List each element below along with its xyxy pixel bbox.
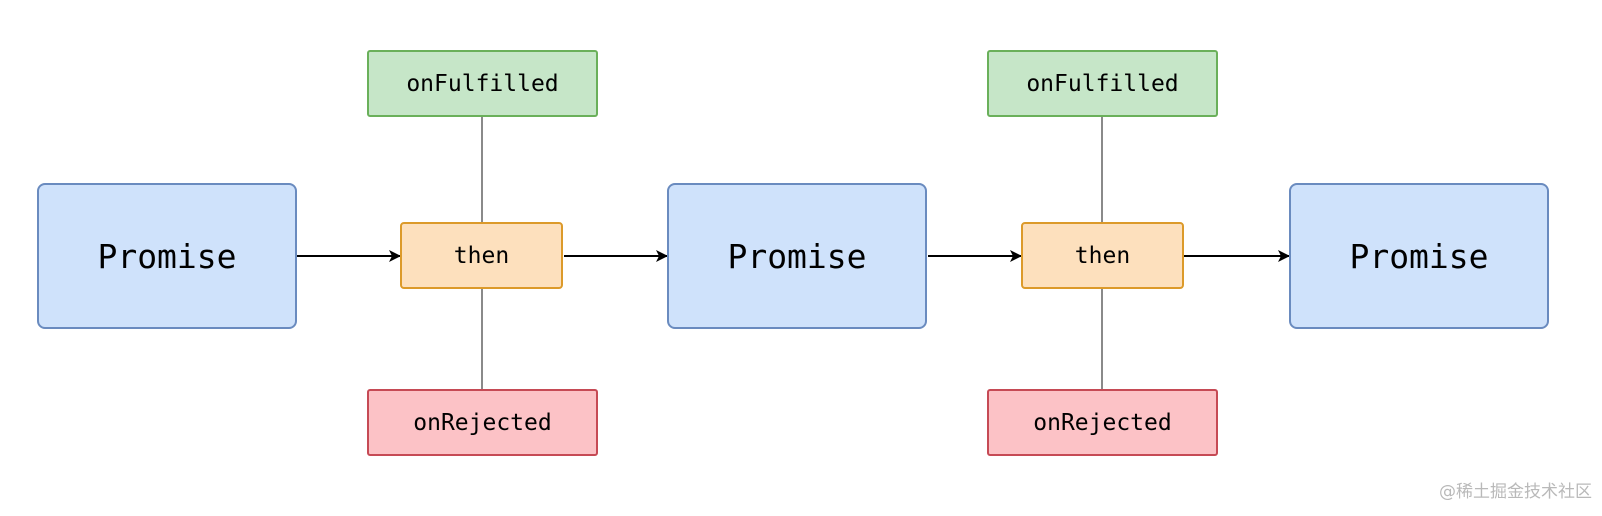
promise-node-1-label: Promise [97, 236, 237, 276]
on-fulfilled-node-1-label: onFulfilled [406, 70, 559, 97]
on-rejected-node-2: onRejected [987, 389, 1218, 456]
on-fulfilled-node-2-label: onFulfilled [1026, 70, 1179, 97]
on-fulfilled-node-1: onFulfilled [367, 50, 598, 117]
then-node-1: then [400, 222, 563, 289]
then-node-1-label: then [453, 242, 510, 269]
watermark: @稀土掘金技术社区 [1439, 482, 1592, 502]
promise-node-1: Promise [37, 183, 297, 329]
on-rejected-node-1-label: onRejected [413, 409, 552, 436]
promise-node-3: Promise [1289, 183, 1549, 329]
on-rejected-node-2-label: onRejected [1033, 409, 1172, 436]
promise-node-2: Promise [667, 183, 927, 329]
promise-node-3-label: Promise [1349, 236, 1489, 276]
on-rejected-node-1: onRejected [367, 389, 598, 456]
then-node-2: then [1021, 222, 1184, 289]
promise-node-2-label: Promise [727, 236, 867, 276]
then-node-2-label: then [1074, 242, 1131, 269]
on-fulfilled-node-2: onFulfilled [987, 50, 1218, 117]
